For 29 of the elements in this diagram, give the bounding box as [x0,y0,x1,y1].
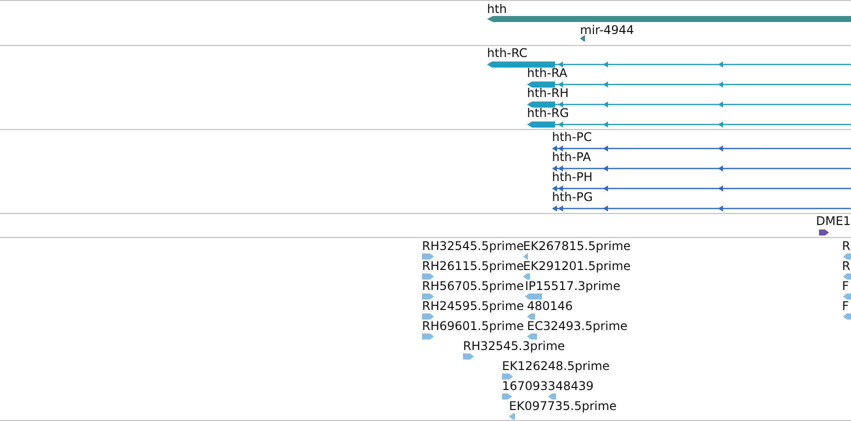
feature-label: EK291201.5prime [523,259,631,273]
feature-label: F [842,279,849,293]
feature-label: DME1 [816,214,851,228]
feature-label: EK126248.5prime [502,359,610,373]
feature-label: hth-PG [552,190,593,204]
feature-label: F [842,299,849,313]
feature-label: RH24595.5prime [422,299,524,313]
feature-label: hth-PH [552,170,593,184]
feature-label: hth-PA [552,150,591,164]
feature-label: R [842,259,850,273]
feature-label: hth-RC [487,46,528,60]
feature-label: EK097735.5prime [509,399,617,413]
feature-label: hth-RH [527,86,569,100]
feature-label: RH26115.5prime [422,259,524,273]
feature-label: hth-PC [552,130,592,144]
feature-label: IP15517.3prime [525,279,620,293]
feature-label: RH69601.5prime [422,319,524,333]
feature-label: 480146 [527,299,573,313]
feature-label: R [842,239,850,253]
feature-label: EK267815.5prime [523,239,631,253]
feature-label: EC32493.5prime [527,319,628,333]
feature-label: RH32545.3prime [463,339,565,353]
feature-label: hth-RA [527,66,568,80]
feature-label: hth-RG [527,106,569,120]
feature-label: RH32545.5prime [422,239,524,253]
feature-label: 167093348439 [502,379,594,393]
feature-label: hth [487,2,507,16]
feature-label: RH56705.5prime [422,279,524,293]
feature-label: mir-4944 [580,23,634,37]
